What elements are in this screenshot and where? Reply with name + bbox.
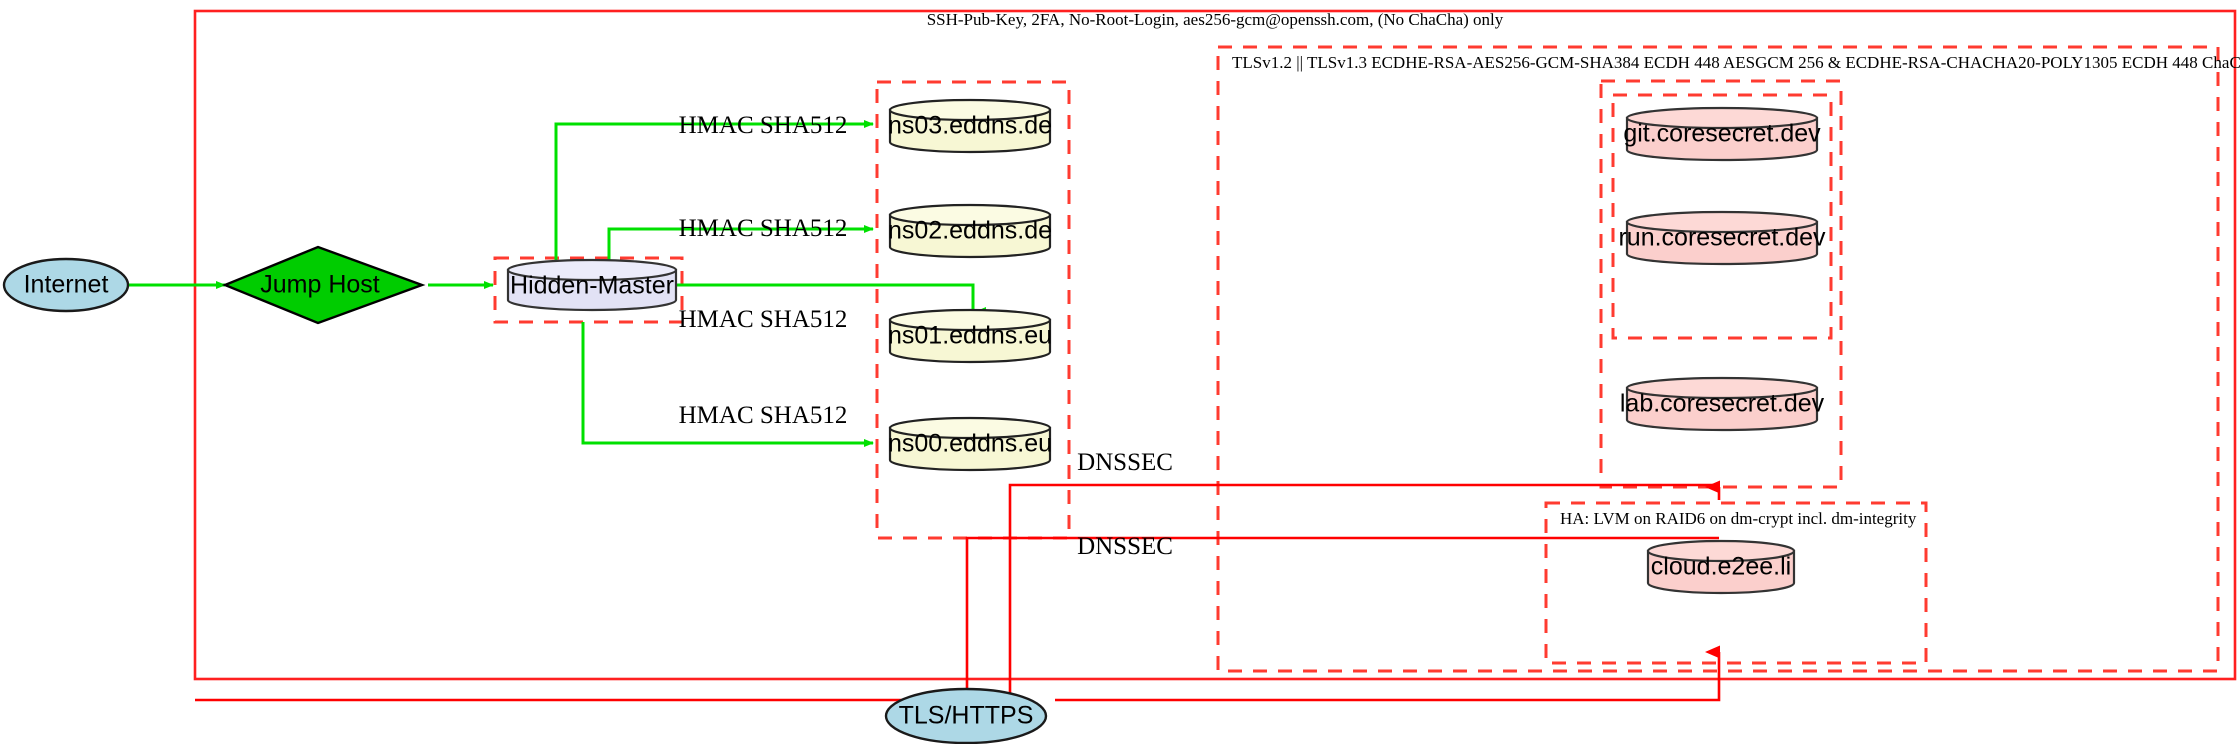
node-ns02[interactable]: ns02.eddns.de	[888, 203, 1052, 259]
ns01-top	[888, 308, 1052, 332]
tls-https-label: TLS/HTTPS	[899, 702, 1034, 730]
ns02-top	[888, 203, 1052, 227]
git-label: git.coresecret.dev	[1623, 120, 1821, 148]
tls-https-ellipse	[884, 687, 1048, 744]
lab-top	[1625, 376, 1819, 400]
ns03-top	[888, 98, 1052, 122]
hidden-master-top	[506, 258, 678, 282]
ns01-body	[888, 318, 1052, 364]
cloud-label: cloud.e2ee.li	[1651, 553, 1791, 581]
edge-tls-to-ha	[1055, 645, 1721, 702]
edge-label-dnssec-upper: DNSSEC	[1077, 449, 1173, 476]
lab-label: lab.coresecret.dev	[1620, 390, 1825, 418]
ns02-label: ns02.eddns.de	[888, 217, 1052, 245]
edge-dnssec-to-coresecret	[1008, 483, 1719, 640]
cluster-ssh-outer	[193, 9, 2237, 681]
node-ns01[interactable]: ns01.eddns.eu	[888, 308, 1052, 364]
node-hidden-master[interactable]: Hidden-Master	[506, 258, 678, 312]
cluster-coresecret-inner	[1611, 93, 1833, 340]
cluster-tls-label: TLSv1.2 || TLSv1.3 ECDHE-RSA-AES256-GCM-…	[1232, 53, 2240, 72]
ns00-label: ns00.eddns.eu	[888, 430, 1052, 458]
ns03-label: ns03.eddns.de	[888, 112, 1052, 140]
internet-ellipse	[2, 257, 130, 313]
node-jump-host[interactable]: Jump Host	[221, 245, 426, 325]
internet-label: Internet	[24, 271, 109, 299]
ns00-top	[888, 416, 1052, 440]
edge-hiddenmaster-to-ns03	[554, 120, 874, 272]
hidden-master-body	[506, 268, 678, 312]
edge-dnssec-to-cloud	[965, 536, 1719, 700]
hidden-master-label: Hidden-Master	[510, 272, 674, 300]
edge-label-hmac-ns02: HMAC SHA512	[679, 215, 848, 242]
cluster-tls	[1216, 45, 2220, 673]
node-ns03[interactable]: ns03.eddns.de	[888, 98, 1052, 154]
jump-host-diamond	[221, 245, 426, 325]
edge-hiddenmaster-to-ns00	[581, 322, 874, 447]
run-label: run.coresecret.dev	[1618, 224, 1826, 252]
node-git-coresecret[interactable]: git.coresecret.dev	[1623, 106, 1821, 162]
node-run-coresecret[interactable]: run.coresecret.dev	[1618, 210, 1826, 266]
ns03-body	[888, 108, 1052, 154]
ns00-body	[888, 426, 1052, 472]
ns02-body	[888, 213, 1052, 259]
cluster-ssh-outer-label: SSH-Pub-Key, 2FA, No-Root-Login, aes256-…	[927, 10, 1504, 29]
run-body	[1625, 220, 1819, 266]
edge-label-hmac-ns03: HMAC SHA512	[679, 112, 848, 139]
node-lab-coresecret[interactable]: lab.coresecret.dev	[1620, 376, 1825, 432]
node-internet[interactable]: Internet	[2, 257, 130, 313]
git-body	[1625, 116, 1819, 162]
cluster-ha-label: HA: LVM on RAID6 on dm-crypt incl. dm-in…	[1560, 509, 1917, 528]
edge-hiddenmaster-to-ns02	[607, 225, 874, 272]
edge-label-hmac-ns01: HMAC SHA512	[679, 306, 848, 333]
lab-body	[1625, 386, 1819, 432]
edge-label-hmac-ns00: HMAC SHA512	[679, 402, 848, 429]
cloud-top	[1646, 539, 1796, 563]
node-ns00[interactable]: ns00.eddns.eu	[888, 416, 1052, 472]
node-cloud-e2ee[interactable]: cloud.e2ee.li	[1646, 539, 1796, 595]
cluster-coresecret-outer	[1599, 79, 1843, 489]
node-tls-https[interactable]: TLS/HTTPS	[884, 687, 1048, 744]
jump-host-label: Jump Host	[260, 271, 380, 299]
cloud-body	[1646, 549, 1796, 595]
run-top	[1625, 210, 1819, 234]
edge-label-dnssec-lower: DNSSEC	[1077, 533, 1173, 560]
cluster-ha	[1544, 501, 1928, 665]
git-top	[1625, 106, 1819, 130]
ns01-label: ns01.eddns.eu	[888, 322, 1052, 350]
edge-hiddenmaster-to-ns01	[668, 283, 986, 319]
